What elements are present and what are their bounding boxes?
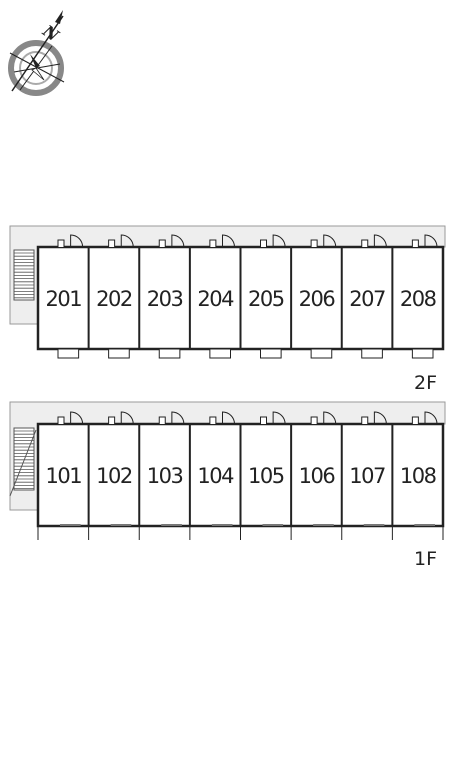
room-201: 201 [46, 234, 84, 359]
meter-box-icon [310, 239, 318, 247]
staircase-1f [9, 427, 37, 497]
door-icon [222, 234, 235, 248]
room-105: 105 [239, 411, 286, 540]
door-icon [272, 234, 286, 248]
door-icon [323, 411, 337, 425]
meter-box-icon [260, 239, 267, 247]
room-number-101: 101 [46, 464, 82, 488]
room-number-108: 108 [400, 464, 436, 488]
door-icon [222, 411, 235, 425]
room-number-103: 103 [147, 464, 183, 488]
door-icon [424, 411, 438, 425]
floor-label-1f: 1F [414, 548, 437, 570]
floor-2f: 201 202 203 204 205 206 207 208 2F [9, 225, 446, 394]
door-icon [424, 234, 438, 248]
room-108: 108 [391, 411, 444, 540]
meter-box-icon [158, 416, 166, 424]
room-number-203: 203 [147, 287, 183, 311]
room-206: 206 [290, 234, 337, 359]
meter-box-icon [158, 239, 166, 247]
north-arrow-compass-icon [8, 10, 65, 96]
door-icon [120, 411, 134, 425]
meter-box-icon [411, 416, 419, 424]
balcony [310, 348, 333, 359]
room-number-201: 201 [46, 287, 82, 311]
balcony [108, 348, 130, 359]
meter-box-icon [209, 239, 217, 247]
room-number-104: 104 [197, 464, 234, 488]
compass: N [8, 10, 65, 96]
meter-box-icon [310, 416, 318, 424]
room-number-107: 107 [349, 464, 385, 488]
balcony [411, 348, 434, 359]
room-number-102: 102 [96, 464, 132, 488]
room-102: 102 [87, 411, 134, 540]
room-106: 106 [290, 411, 337, 540]
room-number-106: 106 [299, 464, 336, 488]
room-number-208: 208 [400, 287, 436, 311]
door-icon [373, 234, 387, 248]
door-icon [171, 411, 185, 425]
room-203: 203 [138, 234, 185, 359]
door-icon [323, 234, 337, 248]
balcony [361, 348, 383, 359]
room-number-205: 205 [248, 287, 284, 311]
balcony [209, 348, 231, 359]
floor-1f: 101 102 103 104 105 106 107 108 1F [9, 401, 446, 570]
door-icon [70, 234, 84, 248]
meter-box-icon [361, 416, 369, 424]
room-number-105: 105 [248, 464, 284, 488]
meter-box-icon [209, 416, 217, 424]
room-207: 207 [340, 234, 387, 359]
door-icon [70, 411, 84, 425]
meter-box-icon [361, 239, 369, 247]
door-icon [373, 411, 387, 425]
meter-box-icon [57, 239, 65, 247]
room-number-204: 204 [197, 287, 234, 311]
room-101: 101 [37, 411, 84, 540]
balcony [260, 348, 282, 359]
room-number-206: 206 [299, 287, 336, 311]
room-205: 205 [239, 234, 286, 359]
meter-box-icon [411, 239, 419, 247]
door-icon [272, 411, 286, 425]
staircase-2f [13, 249, 35, 301]
room-104: 104 [188, 411, 236, 540]
room-202: 202 [87, 234, 134, 359]
balcony [158, 348, 181, 359]
room-204: 204 [188, 234, 236, 359]
meter-box-icon [260, 416, 267, 424]
balcony [57, 348, 80, 359]
floor-label-2f: 2F [414, 372, 437, 394]
room-208: 208 [391, 234, 438, 359]
door-icon [171, 234, 185, 248]
room-103: 103 [138, 411, 185, 540]
meter-box-icon [108, 416, 116, 424]
room-number-202: 202 [96, 287, 132, 311]
room-number-207: 207 [349, 287, 385, 311]
room-107: 107 [340, 411, 387, 540]
door-icon [120, 234, 134, 248]
meter-box-icon [57, 416, 65, 424]
meter-box-icon [108, 239, 116, 247]
